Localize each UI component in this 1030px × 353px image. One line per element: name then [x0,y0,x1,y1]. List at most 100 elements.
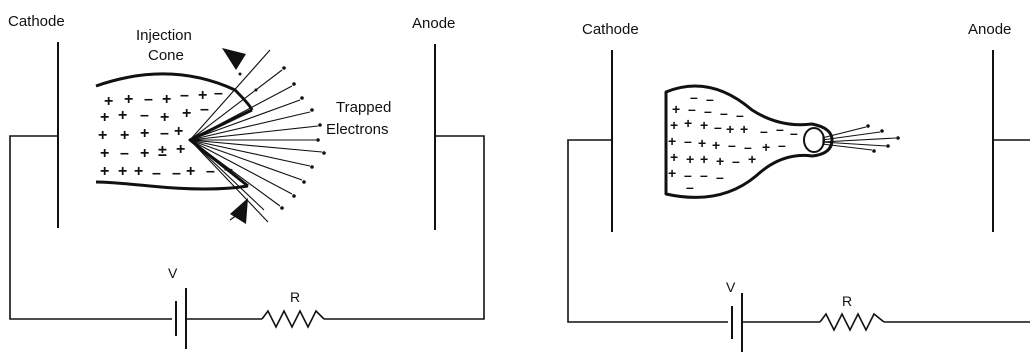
svg-text:+: + [700,117,708,133]
svg-text:+: + [160,109,169,126]
left-panel: Cathode Anode Injection Cone Trapped Ele… [8,13,485,349]
svg-text:–: – [704,103,712,119]
trapped-label-line2: Electrons [326,121,389,138]
svg-text:+: + [686,151,694,167]
svg-text:+: + [668,165,676,181]
svg-text:–: – [172,165,181,182]
svg-text:+: + [140,145,149,162]
right-resistor [819,312,885,332]
svg-text:+: + [700,151,708,167]
svg-text:–: – [200,101,209,118]
svg-text:–: – [728,137,736,153]
svg-text:+: + [100,145,109,162]
svg-text:+: + [118,107,127,124]
svg-text:+: + [762,139,770,155]
left-wire-cathode-side [9,135,172,320]
svg-text:–: – [720,105,728,121]
svg-text:+: + [748,151,756,167]
svg-text:–: – [214,85,223,102]
lower-arrowhead-icon [230,198,248,224]
svg-text:+: + [716,153,724,169]
right-anode-label: Anode [968,21,1011,38]
svg-text:+: + [740,121,748,137]
svg-text:–: – [688,101,696,117]
right-electron-rays [821,126,897,151]
svg-text:+: + [162,91,171,108]
svg-text:+: + [672,101,680,117]
svg-text:+: + [698,135,706,151]
svg-text:–: – [206,163,215,180]
svg-text:+: + [118,163,127,180]
right-panel: Cathode Anode V R [567,21,1030,352]
svg-text:–: – [790,125,798,141]
right-blob-tip [803,127,825,153]
svg-text:+: + [104,93,113,110]
svg-text:–: – [744,139,752,155]
left-battery-label: V [168,265,178,281]
svg-text:–: – [120,145,129,162]
right-battery-label: V [726,279,736,295]
right-resistor-label: R [842,293,852,309]
svg-text:–: – [716,169,724,185]
svg-text:–: – [690,89,698,105]
svg-text:–: – [776,121,784,137]
svg-text:–: – [180,87,189,104]
svg-text:+: + [140,125,149,142]
svg-text:+: + [186,163,195,180]
svg-text:+: + [100,109,109,126]
svg-text:–: – [152,165,161,182]
svg-text:–: – [224,161,233,178]
svg-text:+: + [176,141,185,158]
left-anode-label: Anode [412,15,455,32]
svg-text:–: – [706,91,714,107]
svg-text:+: + [124,91,133,108]
injection-upper-edge [189,49,271,141]
svg-text:+: + [198,87,207,104]
svg-text:+: + [120,127,129,144]
svg-text:–: – [684,133,692,149]
svg-text:–: – [732,153,740,169]
svg-text:+: + [174,123,183,140]
svg-text:+: + [668,133,676,149]
svg-text:+: + [712,137,720,153]
svg-text:–: – [736,107,744,123]
right-blob-charges: – – + – – – – + + + – + + – – – + – + + … [668,89,798,195]
injection-label-line1: Injection [136,27,192,44]
right-cathode-label: Cathode [582,21,639,38]
svg-text:–: – [144,91,153,108]
svg-text:±: ± [158,143,167,160]
svg-text:–: – [140,107,149,124]
trapped-label-line1: Trapped [336,99,391,116]
right-blob-outline [664,84,834,199]
left-resistor-label: R [290,289,300,305]
left-trapped-electron-dots [238,66,326,210]
right-wire-cathode-side [567,139,728,323]
svg-text:–: – [760,123,768,139]
svg-text:–: – [686,179,694,195]
svg-text:–: – [160,125,169,142]
left-blob-top [95,72,254,111]
svg-text:+: + [98,127,107,144]
svg-text:+: + [684,115,692,131]
svg-text:+: + [670,117,678,133]
lower-arrow-shaft [229,209,245,221]
svg-text:–: – [700,167,708,183]
svg-text:+: + [100,163,109,180]
injection-lower-edge [189,139,269,223]
left-cathode-label: Cathode [8,13,65,30]
svg-text:–: – [684,167,692,183]
svg-text:+: + [670,149,678,165]
upper-arrowhead-icon [222,48,246,70]
left-wire-anode-side [324,135,485,320]
left-blob-bottom [95,180,249,191]
svg-text:–: – [778,137,786,153]
svg-text:+: + [726,121,734,137]
injection-label-line2: Cone [148,47,184,64]
svg-text:+: + [134,163,143,180]
right-electron-dots [866,124,900,153]
svg-text:+: + [182,105,191,122]
left-resistor [261,309,325,329]
left-electron-rays [189,69,323,211]
